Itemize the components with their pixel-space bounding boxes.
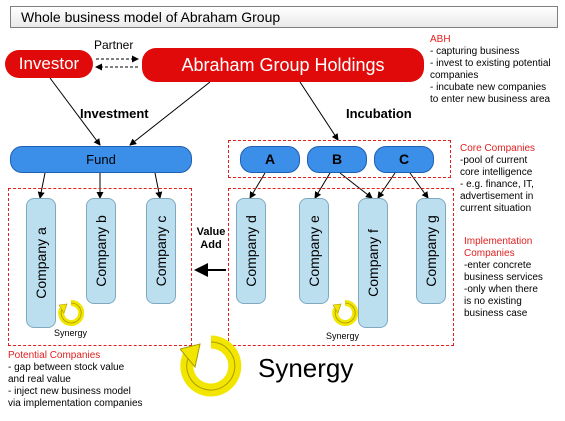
- core-note-line: current situation: [460, 203, 532, 214]
- synergy-cycle-icon: [332, 300, 358, 326]
- impl-note-line: business case: [464, 308, 528, 319]
- company-label: Company e: [306, 215, 322, 287]
- potential-note: Potential Companies - gap between stock …: [8, 350, 183, 410]
- core-note-line: - e.g. finance, IT,: [460, 179, 534, 190]
- core-companies-box: [228, 140, 451, 178]
- value-add-label: Value Add: [196, 226, 226, 251]
- abh-note: ABH - capturing business - invest to exi…: [430, 34, 564, 106]
- holdings-label: Abraham Group Holdings: [181, 55, 385, 75]
- abh-line: - incubate new companies: [430, 82, 547, 93]
- company-label: Company a: [33, 227, 49, 299]
- company-d: Company d: [236, 198, 266, 304]
- potential-note-heading: Potential Companies: [8, 350, 101, 361]
- synergy-small-label: Synergy: [326, 331, 360, 341]
- company-label: Company f: [365, 229, 381, 297]
- diagram-title: Whole business model of Abraham Group: [10, 6, 558, 28]
- core-company-label: C: [398, 151, 410, 167]
- synergy-large-cycle-icon: [180, 335, 242, 397]
- implementation-note: Implementation Companies -enter concrete…: [464, 236, 564, 320]
- core-note-line: -pool of current: [460, 155, 528, 166]
- company-label: Company d: [243, 215, 259, 287]
- core-note-heading: Core Companies: [460, 143, 536, 154]
- core-note: Core Companies -pool of current core int…: [460, 143, 564, 215]
- investor-node: Investor: [5, 50, 93, 78]
- incubation-label: Incubation: [346, 106, 412, 121]
- abh-line: - invest to existing potential: [430, 58, 551, 69]
- company-a: Company a: [26, 198, 56, 328]
- company-label: Company c: [153, 215, 169, 287]
- core-note-line: core intelligence: [460, 167, 533, 178]
- implementation-companies-box: [228, 188, 454, 346]
- core-company-b: B: [307, 146, 367, 173]
- impl-note-line: is no existing: [464, 296, 522, 307]
- synergy-cycle-icon: [58, 300, 84, 326]
- potential-note-line: via implementation companies: [8, 398, 143, 409]
- partner-label: Partner: [94, 38, 134, 52]
- core-company-a: A: [240, 146, 300, 173]
- impl-note-heading: Implementation: [464, 236, 533, 247]
- impl-note-heading: Companies: [464, 248, 515, 259]
- company-label: Company g: [423, 215, 439, 287]
- potential-companies-box: [8, 188, 192, 346]
- core-company-c: C: [374, 146, 434, 173]
- company-c: Company c: [146, 198, 176, 304]
- abh-line: to enter new business area: [430, 94, 551, 105]
- impl-note-line: business services: [464, 272, 543, 283]
- holdings-node: Abraham Group Holdings: [142, 48, 424, 82]
- potential-note-line: - gap between stock value: [8, 362, 125, 373]
- abh-line: companies: [430, 70, 479, 81]
- investor-label: Investor: [18, 54, 80, 73]
- abh-heading: ABH: [430, 34, 451, 45]
- company-g: Company g: [416, 198, 446, 304]
- company-b: Company b: [86, 198, 116, 304]
- synergy-small-label: Synergy: [54, 328, 88, 338]
- abh-line: - capturing business: [430, 46, 520, 57]
- fund-label: Fund: [86, 152, 116, 167]
- impl-note-line: -only when there: [464, 284, 538, 295]
- core-company-label: A: [264, 151, 276, 167]
- core-note-line: advertisement in: [460, 191, 534, 202]
- potential-note-line: - inject new business model: [8, 386, 131, 397]
- company-f: Company f: [358, 198, 388, 328]
- synergy-large-label: Synergy: [258, 353, 354, 383]
- potential-note-line: and real value: [8, 374, 71, 385]
- company-label: Company b: [93, 215, 109, 287]
- company-e: Company e: [299, 198, 329, 304]
- impl-note-line: -enter concrete: [464, 260, 532, 271]
- fund-node: Fund: [10, 146, 192, 173]
- core-company-label: B: [331, 151, 343, 167]
- investment-label: Investment: [80, 106, 149, 121]
